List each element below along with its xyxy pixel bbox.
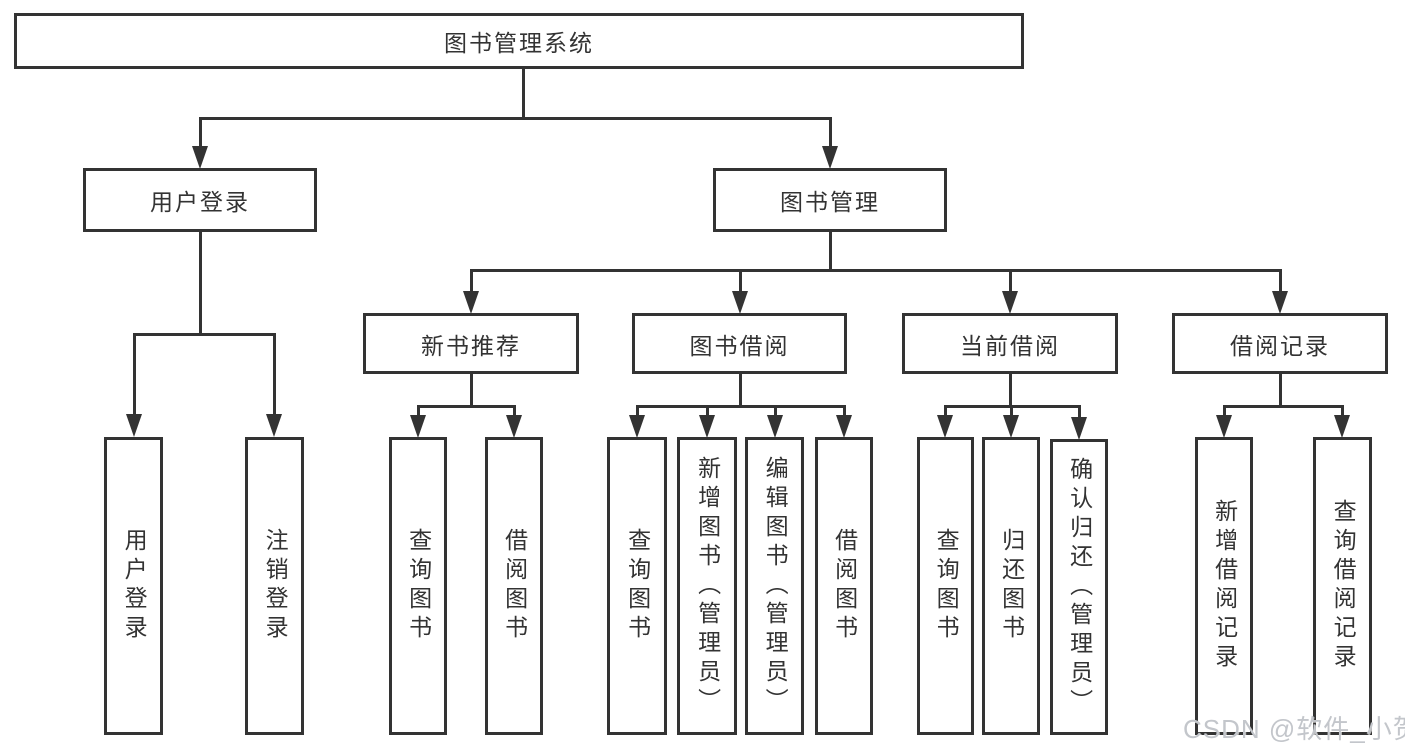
connector-drop — [739, 269, 742, 297]
connector-rail — [417, 405, 516, 408]
leaf-add-books-admin: 新增图书（管理员） — [677, 437, 737, 735]
node-label: 图书借阅 — [689, 332, 790, 359]
connector-drop — [774, 405, 777, 418]
leaf-edit-books-admin: 编辑图书（管理员） — [745, 437, 804, 735]
connector-root-trunk — [522, 69, 525, 119]
connector-trunk — [199, 232, 202, 336]
connector-trunk — [470, 374, 473, 408]
arrow-down-icon — [836, 415, 852, 438]
connector-level3-rail — [470, 269, 1281, 272]
node-label: 图书管理 — [780, 189, 880, 215]
connector-drop — [1341, 405, 1344, 418]
arrow-down-icon — [410, 415, 426, 438]
leaf-return-books: 归还图书 — [982, 437, 1040, 735]
leaf-label: 借阅图书 — [831, 528, 858, 644]
arrow-down-icon — [629, 415, 645, 438]
connector-drop — [1009, 269, 1012, 297]
arrow-down-icon — [699, 415, 715, 438]
arrow-down-icon — [1216, 415, 1232, 438]
arrow-down-icon — [1071, 417, 1087, 440]
connector-drop — [944, 405, 947, 418]
leaf-label: 归还图书 — [998, 528, 1025, 644]
arrow-down-icon — [822, 146, 838, 169]
leaf-add-borrow-record: 新增借阅记录 — [1195, 437, 1253, 735]
leaf-label: 新增图书（管理员） — [694, 455, 721, 717]
connector-rail — [133, 333, 275, 336]
connector-drop — [1010, 405, 1013, 418]
node-label: 借阅记录 — [1230, 332, 1330, 359]
arrow-down-icon — [1334, 415, 1350, 438]
connector-drop — [470, 269, 473, 297]
connector-drop — [199, 117, 202, 150]
connector-drop — [417, 405, 420, 418]
leaf-label: 查询图书 — [933, 528, 960, 644]
node-label: 当前借阅 — [960, 332, 1060, 359]
node-label: 用户登录 — [150, 189, 250, 215]
connector-trunk — [1009, 374, 1012, 408]
connector-level2-rail — [199, 117, 832, 120]
leaf-label: 确认归还（管理员） — [1066, 456, 1093, 718]
arrow-down-icon — [1002, 291, 1018, 314]
connector-drop — [1078, 405, 1081, 420]
leaf-label: 查询借阅记录 — [1330, 499, 1357, 673]
leaf-query-books-current: 查询图书 — [917, 437, 974, 735]
connector-drop — [843, 405, 846, 418]
leaf-label: 借阅图书 — [501, 528, 528, 644]
csdn-watermark: CSDN @软件_小贺同学 — [1183, 714, 1405, 744]
leaf-query-books-recommend: 查询图书 — [389, 437, 447, 735]
connector-rail — [636, 405, 845, 408]
leaf-borrow-books: 借阅图书 — [815, 437, 873, 735]
node-user-login: 用户登录 — [83, 168, 317, 232]
leaf-query-books-borrow: 查询图书 — [607, 437, 667, 735]
connector-drop — [829, 117, 832, 150]
arrow-down-icon — [1003, 415, 1019, 438]
arrow-down-icon — [126, 414, 142, 437]
leaf-label: 查询图书 — [624, 528, 651, 644]
leaf-label: 查询图书 — [405, 528, 432, 644]
connector-trunk — [829, 232, 832, 272]
connector-drop — [636, 405, 639, 418]
node-new-book-recommend: 新书推荐 — [363, 313, 579, 374]
connector-drop — [273, 333, 276, 417]
node-book-management: 图书管理 — [713, 168, 947, 232]
leaf-label: 注销登录 — [262, 528, 289, 644]
arrow-down-icon — [767, 415, 783, 438]
arrow-down-icon — [937, 415, 953, 438]
arrow-down-icon — [1272, 291, 1288, 314]
node-label: 新书推荐 — [421, 332, 521, 359]
node-label: 图书管理系统 — [444, 30, 594, 56]
arrow-down-icon — [732, 291, 748, 314]
connector-drop — [706, 405, 709, 418]
leaf-user-login: 用户登录 — [104, 437, 163, 735]
arrow-down-icon — [192, 146, 208, 169]
leaf-logout: 注销登录 — [245, 437, 304, 735]
leaf-label: 新增借阅记录 — [1211, 499, 1238, 673]
arrow-down-icon — [506, 415, 522, 438]
connector-drop — [1223, 405, 1226, 418]
connector-trunk — [739, 374, 742, 408]
leaf-label: 编辑图书（管理员） — [762, 455, 789, 717]
leaf-confirm-return-admin: 确认归还（管理员） — [1050, 439, 1108, 735]
connector-drop — [513, 405, 516, 418]
connector-rail — [1223, 405, 1344, 408]
node-borrow-records: 借阅记录 — [1172, 313, 1388, 374]
leaf-borrow-books-recommend: 借阅图书 — [485, 437, 543, 735]
connector-drop — [1279, 269, 1282, 297]
leaf-label: 用户登录 — [121, 528, 148, 644]
node-book-borrow: 图书借阅 — [632, 313, 847, 374]
arrow-down-icon — [463, 291, 479, 314]
node-current-borrow: 当前借阅 — [902, 313, 1118, 374]
connector-drop — [133, 333, 136, 417]
arrow-down-icon — [266, 414, 282, 437]
leaf-query-borrow-record: 查询借阅记录 — [1313, 437, 1372, 735]
node-root-library-system: 图书管理系统 — [14, 13, 1024, 69]
connector-trunk — [1279, 374, 1282, 408]
